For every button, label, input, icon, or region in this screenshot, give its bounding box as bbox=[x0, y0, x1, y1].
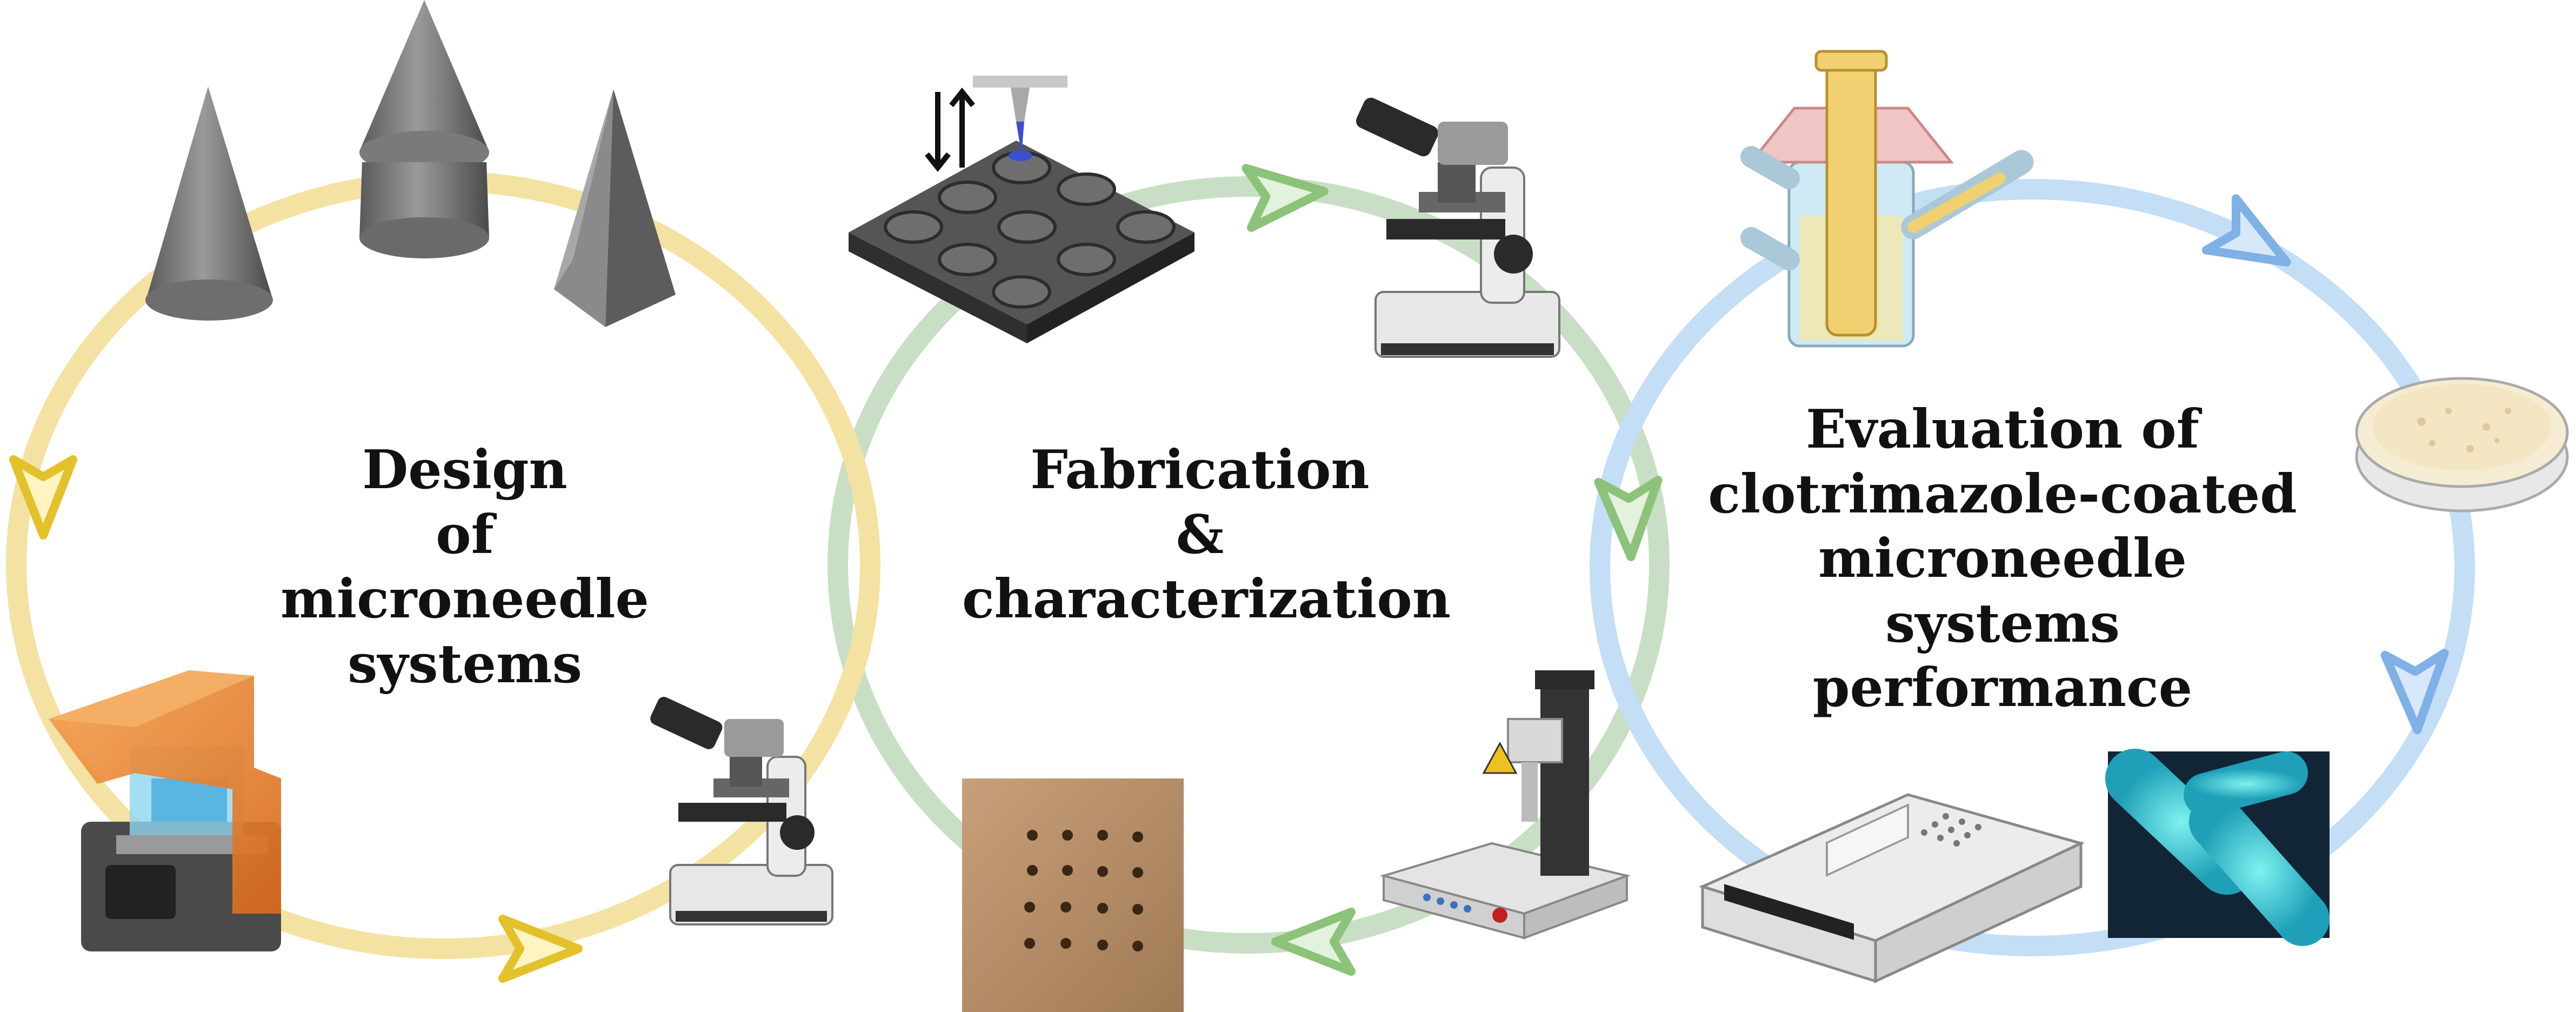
pyramid-icon bbox=[554, 89, 676, 327]
fabrication-label-line: & bbox=[1176, 503, 1224, 566]
petri-dish-icon bbox=[2355, 377, 2569, 512]
evaluation-stage-label: Evaluation of clotrimazole-coated micron… bbox=[1703, 397, 2303, 721]
skin-sample-photo-icon bbox=[962, 778, 1184, 1012]
evaluation-arrow-top bbox=[2201, 194, 2291, 267]
evaluation-label-line: microneedle systems bbox=[1818, 528, 2187, 655]
design-arrow-bottom bbox=[498, 915, 583, 983]
franz-cell-icon bbox=[1740, 50, 2034, 348]
design-label-line: Design bbox=[362, 439, 568, 501]
design-label-line: of microneedle bbox=[281, 503, 649, 631]
fabrication-arrow-top bbox=[1242, 164, 1329, 232]
evaluation-cycle-ring bbox=[1590, 179, 2475, 956]
3d-printer-icon bbox=[49, 670, 281, 951]
evaluation-label-line: performance bbox=[1812, 657, 2193, 720]
texture-analyzer-icon bbox=[1379, 670, 1631, 940]
well-plate-icon bbox=[849, 76, 1194, 343]
fabrication-cycle-ring bbox=[827, 176, 1670, 954]
evaluation-label-line: clotrimazole-coated bbox=[1708, 463, 2297, 525]
microscope-icon bbox=[650, 697, 833, 926]
design-label-line: systems bbox=[348, 632, 582, 695]
double-cone-icon bbox=[359, 0, 489, 258]
fabrication-arrow-bottom bbox=[1271, 908, 1356, 976]
fabrication-arrow-right bbox=[1594, 476, 1663, 561]
cone-icon bbox=[145, 86, 273, 321]
evaluation-arrow-right bbox=[2380, 649, 2449, 734]
fabrication-label-line: characterization bbox=[962, 568, 1451, 631]
design-arrow-left bbox=[9, 455, 77, 540]
bacteria-image-icon bbox=[2105, 749, 2330, 946]
fabrication-label-line: Fabrication bbox=[1030, 439, 1370, 501]
microscope-icon bbox=[1356, 97, 1560, 358]
plate-reader-icon bbox=[1698, 793, 2085, 983]
evaluation-label-line: Evaluation of bbox=[1806, 398, 2199, 461]
design-stage-label: Design of microneedle systems bbox=[243, 438, 686, 696]
fabrication-stage-label: Fabrication & characterization bbox=[962, 438, 1451, 632]
